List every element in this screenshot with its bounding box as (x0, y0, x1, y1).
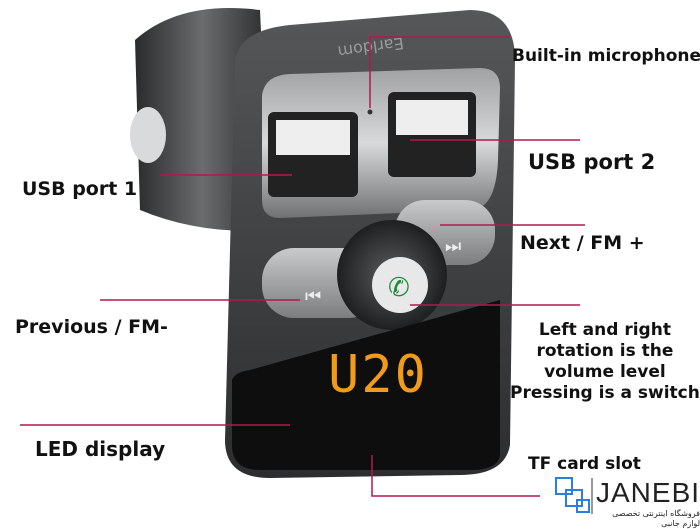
knob-line-2: rotation is the (536, 341, 674, 361)
display-reading: U20 (328, 345, 428, 405)
phone-icon: ✆ (388, 273, 410, 303)
watermark-tagline: فروشگاه اینترنتی تخصصی لوازم جانبی (612, 509, 700, 528)
label-previous-fm-minus: Previous / FM- (15, 316, 168, 338)
label-usb-port-1: USB port 1 (22, 178, 138, 200)
previous-icon: ⏮ (305, 286, 321, 307)
label-tf-card-slot: TF card slot (528, 454, 641, 474)
call-button (372, 257, 428, 313)
usb-panel (262, 68, 500, 218)
label-usb-port-2: USB port 2 (528, 150, 656, 174)
knob-line-1: Left and right (538, 320, 671, 340)
knob-line-3: volume level (544, 362, 666, 382)
knob-line-4: Pressing is a switch (510, 383, 700, 403)
label-built-in-microphone: Built-in microphone (512, 46, 700, 66)
led-display-panel (232, 300, 500, 470)
label-led-display: LED display (35, 437, 166, 461)
leader-lines (20, 36, 585, 497)
label-next-fm-plus: Next / FM + (520, 232, 645, 254)
janebi-logo-icon (555, 477, 593, 514)
label-knob-function: Left and right rotation is the volume le… (510, 320, 700, 404)
microphone-hole (367, 109, 373, 115)
watermark-name: JANEBI (596, 477, 700, 508)
next-icon: ⏭ (445, 236, 461, 257)
